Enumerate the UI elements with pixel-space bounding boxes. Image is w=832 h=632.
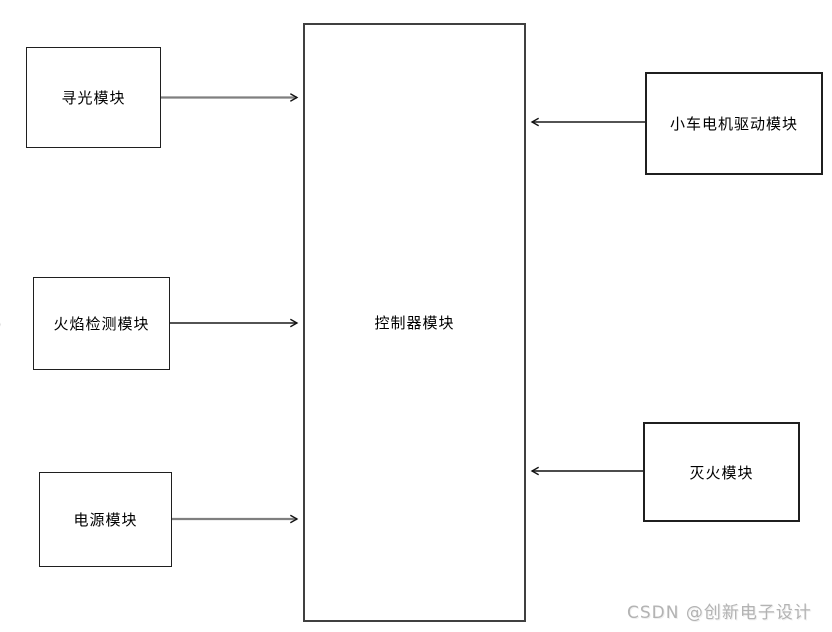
node-light-seeking-label: 寻光模块 [61, 89, 126, 107]
node-light-seeking: 寻光模块 [26, 47, 161, 148]
node-flame-detection: 火焰检测模块 [33, 277, 170, 370]
csdn-watermark: CSDN @创新电子设计 [627, 603, 812, 623]
node-extinguish: 灭火模块 [643, 422, 800, 522]
node-extinguish-label: 灭火模块 [689, 463, 754, 482]
node-motor-drive: 小车电机驱动模块 [645, 72, 823, 175]
node-flame-detection-label: 火焰检测模块 [53, 315, 150, 333]
node-power-label: 电源模块 [73, 511, 138, 529]
node-controller: 控制器模块 [303, 23, 526, 622]
node-power: 电源模块 [39, 472, 172, 567]
node-controller-label: 控制器模块 [374, 314, 455, 332]
left-edge-clipped-glyph: ) [0, 315, 2, 335]
node-motor-drive-label: 小车电机驱动模块 [669, 115, 798, 133]
